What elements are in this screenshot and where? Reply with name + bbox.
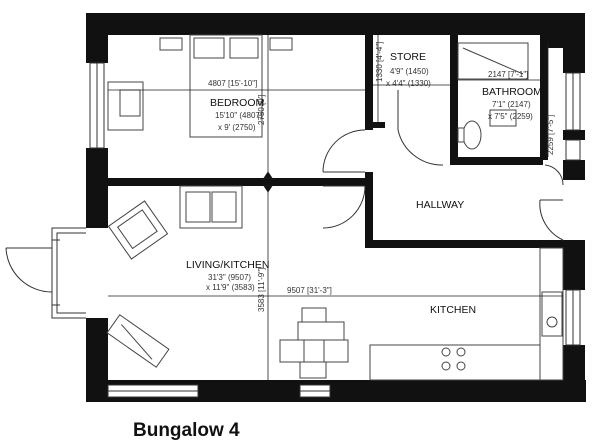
living-dim-height: 3583 [11'-9"]: [257, 268, 266, 312]
bathroom-size-imperial: 7'1" (2147): [492, 100, 531, 109]
room-labels: BEDROOM 15'10" (4807) x 9' (2750) 4807 […: [186, 42, 555, 316]
hallway-name: HALLWAY: [416, 199, 464, 211]
tv-unit: [106, 314, 170, 368]
bay-window: [5, 227, 86, 319]
exterior-walls: [86, 13, 586, 402]
bathroom-size-metric: x 7'5" (2259): [488, 112, 533, 121]
bathroom-name: BATHROOM: [482, 86, 542, 98]
bedroom-name: BEDROOM: [210, 97, 264, 109]
store-size-imperial: 4'9" (1450): [390, 67, 429, 76]
living-size-imperial: 31'3" (9507): [208, 273, 251, 282]
dining-table: [279, 307, 349, 379]
plan-caption: Bungalow 4: [133, 420, 240, 441]
store-dim-height: 1330 [4'-4"]: [375, 42, 384, 82]
bathroom-dim-height: 2259 [7'-5"]: [546, 115, 555, 155]
bed: [159, 34, 293, 138]
store-size-metric: x 4'4" (1330): [386, 79, 431, 88]
bedroom-size-imperial: 15'10" (4807): [215, 111, 263, 120]
bedroom-dim-height: 2750 [9']: [257, 95, 266, 125]
desk-chair: [107, 81, 144, 131]
kitchen-name: KITCHEN: [430, 304, 476, 316]
sofa: [179, 185, 243, 229]
bathroom-fixtures: [457, 42, 529, 150]
store-name: STORE: [390, 51, 426, 63]
armchair: [107, 200, 169, 260]
bedroom-dim-width: 4807 [15'-10"]: [208, 79, 257, 88]
bathroom-dim-width: 2147 [7'-1"]: [488, 70, 528, 79]
dimension-lines: [108, 35, 563, 380]
living-size-metric: x 11'9" (3583): [206, 283, 255, 292]
bedroom-size-metric: x 9' (2750): [218, 123, 256, 132]
living-name: LIVING/KITCHEN: [186, 259, 269, 271]
interior-walls: [108, 35, 563, 248]
kitchen-units: [369, 247, 564, 381]
living-dim-width: 9507 [31'-3"]: [287, 286, 332, 295]
windows: [89, 62, 581, 398]
doors: [322, 90, 564, 241]
